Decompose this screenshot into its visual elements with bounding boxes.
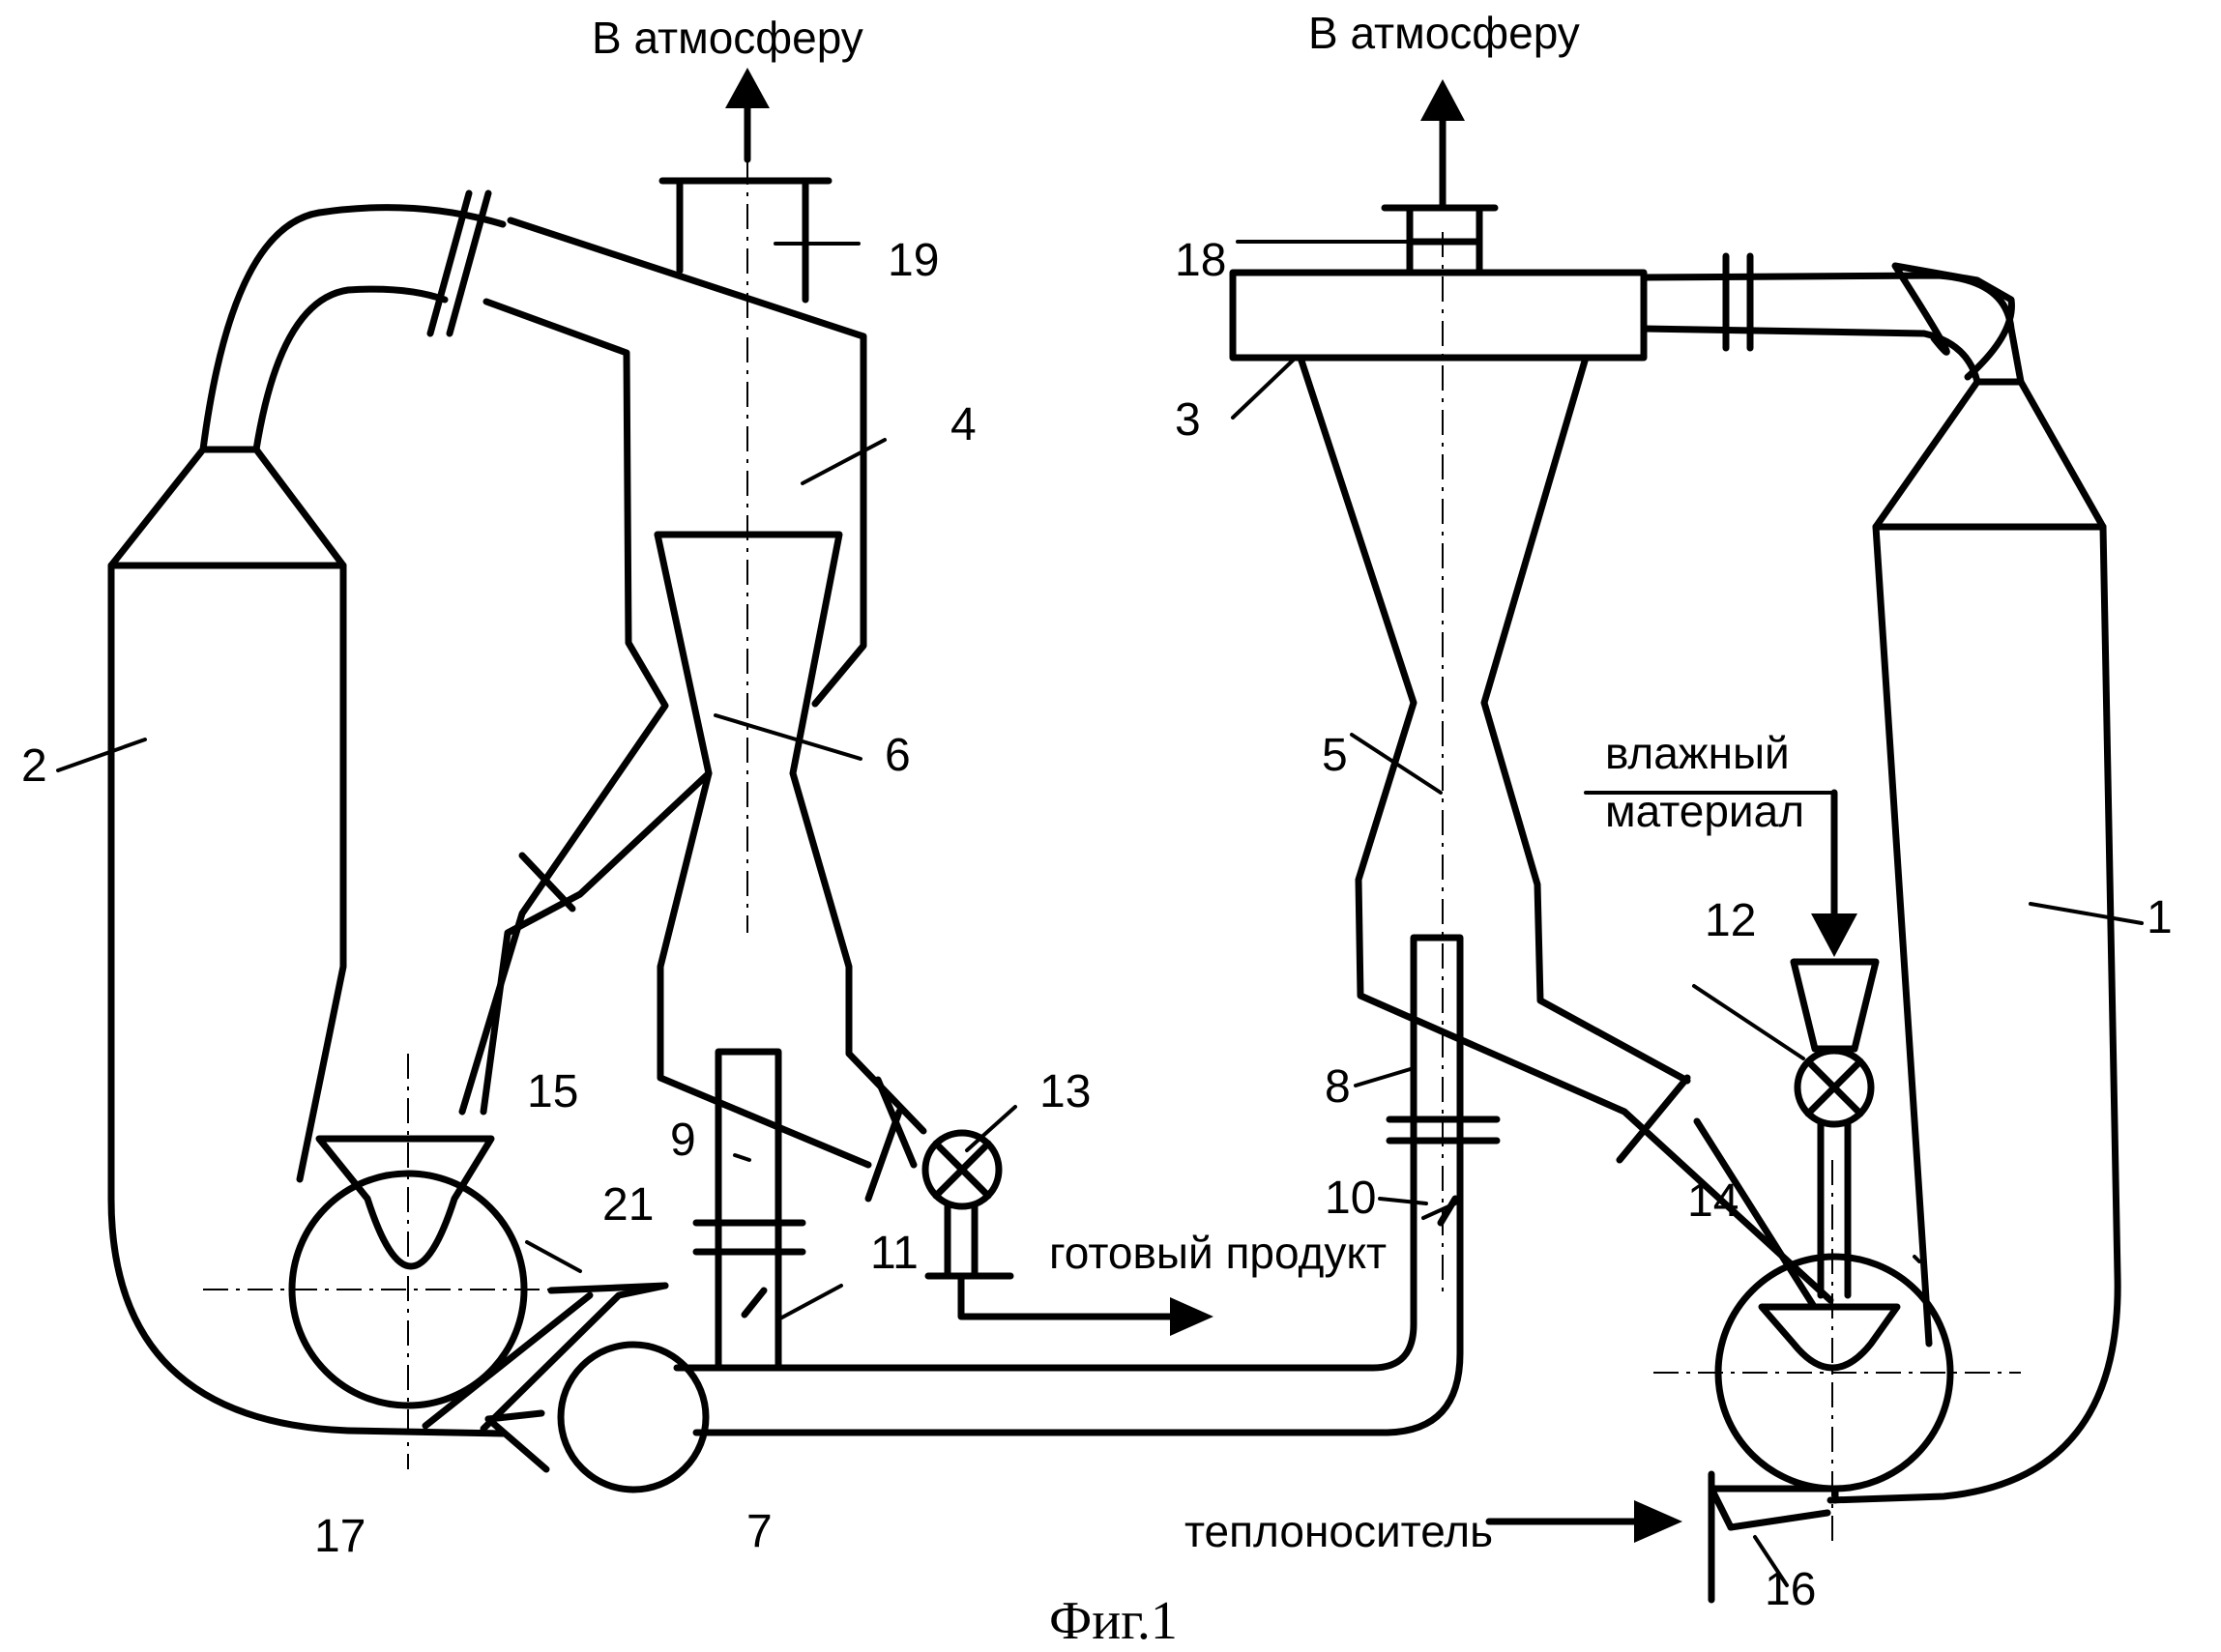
hourglass-6 (480, 531, 927, 1203)
atm-label-left: В атмосферу (592, 13, 863, 63)
dryer-1 (1640, 252, 2121, 1504)
ref-16: 16 (1765, 1564, 1816, 1615)
ref-11: 11 (870, 1228, 919, 1279)
atm-arrow-right-head (1420, 79, 1465, 121)
heat-carrier-label: теплоноситель (1184, 1506, 1493, 1556)
fan-7 (557, 1341, 710, 1493)
ref-1: 1 (2147, 892, 2173, 943)
ref-4: 4 (950, 399, 977, 450)
bottom-duct (673, 1175, 1464, 1436)
ref-10: 10 (1325, 1173, 1376, 1224)
ref-13: 13 (1039, 1066, 1091, 1117)
heat-arrow-head (1634, 1500, 1682, 1543)
ref-7: 7 (746, 1506, 773, 1557)
product-arrow-head (1170, 1297, 1213, 1336)
ref-2: 2 (21, 740, 47, 792)
center-lines (203, 159, 2021, 1547)
ref-12: 12 (1705, 895, 1756, 946)
product-label: готовый продукт (1049, 1228, 1387, 1278)
pipe-9 (692, 1048, 843, 1372)
dryer-2 (107, 189, 867, 1437)
ref-15: 15 (527, 1066, 578, 1117)
wet-material-arrow-head (1811, 913, 1857, 957)
wet-material-label-2: материал (1605, 786, 1804, 836)
ref-19: 19 (888, 235, 939, 286)
ref-8: 8 (1325, 1061, 1351, 1113)
wet-material-label-1: влажный (1605, 728, 1790, 778)
figure-caption: Фиг.1 (1049, 1591, 1178, 1651)
cyclone-4 (658, 68, 861, 304)
atm-label-right: В атмосферу (1308, 8, 1580, 58)
chamber-15 (288, 1135, 669, 1473)
rotary-valve-13 (921, 1129, 1213, 1336)
ref-17: 17 (314, 1511, 365, 1562)
leader-lines (56, 356, 2144, 1587)
ref-3: 3 (1175, 394, 1201, 446)
ref-18: 18 (1175, 235, 1226, 286)
inlet-16 (1485, 1470, 1839, 1604)
hourglass-5 (1297, 354, 1834, 1309)
ref-14: 14 (1687, 1175, 1739, 1227)
ref-5: 5 (1322, 730, 1348, 781)
ref-6: 6 (885, 730, 911, 781)
ref-9: 9 (670, 1115, 696, 1166)
atm-arrow-left-head (725, 68, 770, 108)
ref-21: 21 (602, 1179, 654, 1231)
feeder-12 (1584, 789, 1880, 1299)
cyclone-3 (1229, 79, 1648, 362)
